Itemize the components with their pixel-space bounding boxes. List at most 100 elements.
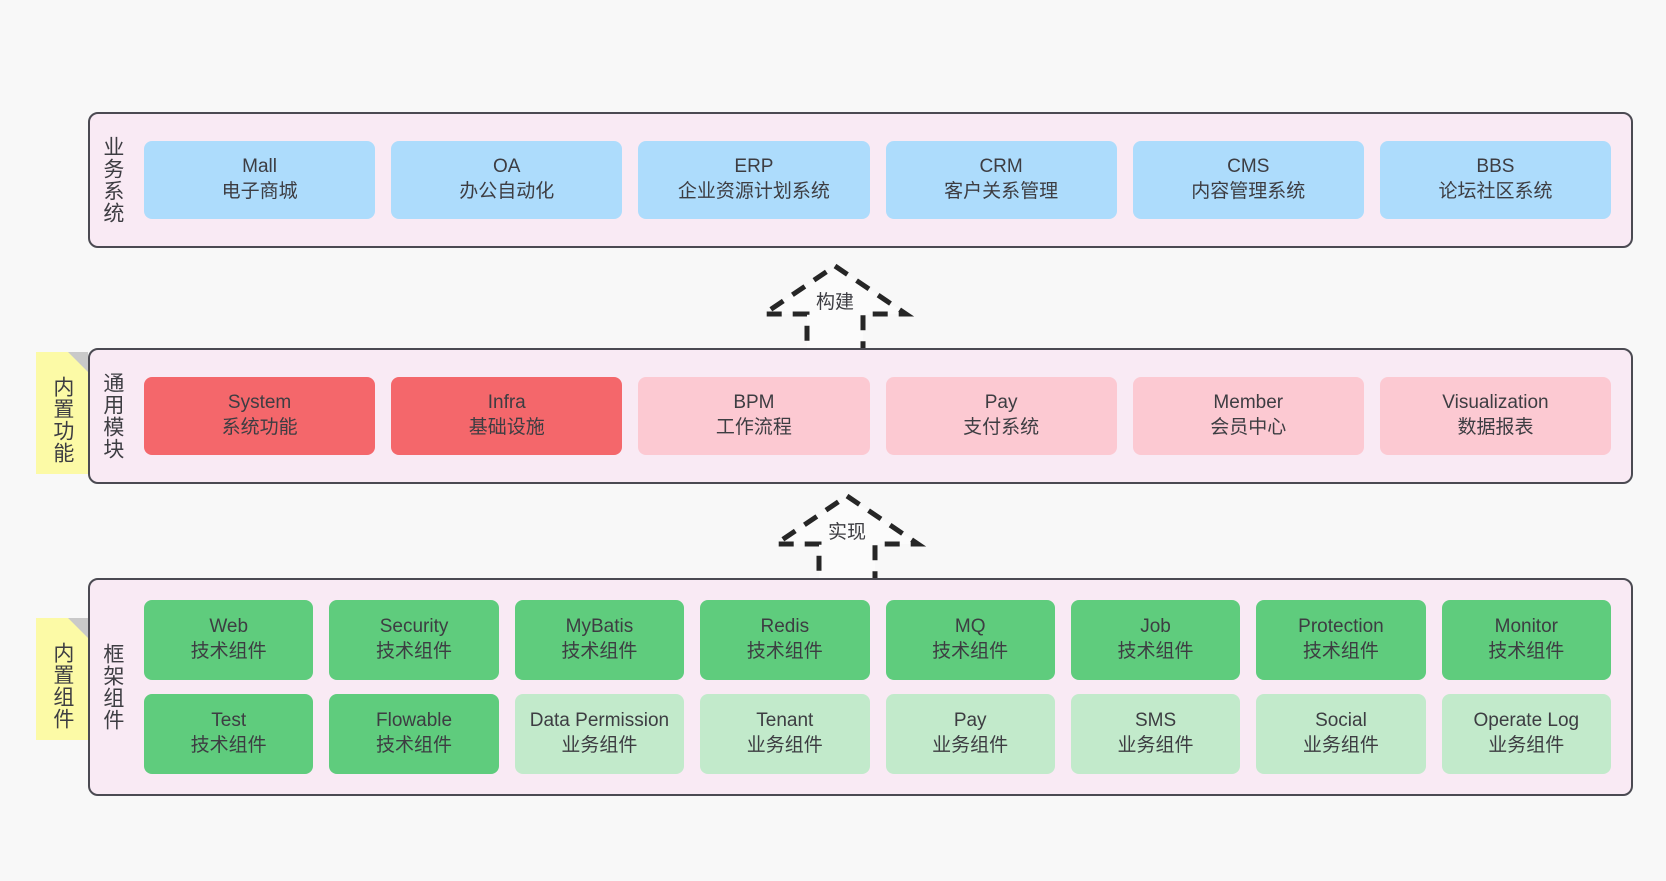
framework-component-card[interactable]: Social 业务组件 xyxy=(1256,694,1426,774)
card-name: BBS xyxy=(1476,156,1515,178)
card-desc: 技术组件 xyxy=(1488,641,1565,662)
common-module-layer-body: System 系统功能 Infra 基础设施 BPM 工作流程 Pay 支付系统 Member 会… xyxy=(134,350,1631,482)
card-name: Flowable xyxy=(376,710,453,732)
card-name: Data Permission xyxy=(529,710,670,732)
business-system-card[interactable]: OA 办公自动化 xyxy=(391,141,623,219)
card-desc: 会员中心 xyxy=(1210,417,1287,438)
card-desc: 基础设施 xyxy=(468,417,545,438)
card-desc: 业务组件 xyxy=(1302,735,1379,756)
common-module-card[interactable]: Pay 支付系统 xyxy=(885,377,1117,455)
card-desc: 支付系统 xyxy=(963,417,1040,438)
builtin-function-note: 内置功能 xyxy=(36,352,88,474)
common-module-card[interactable]: Infra 基础设施 xyxy=(391,377,623,455)
card-name: Pay xyxy=(984,392,1018,414)
framework-component-card[interactable]: Operate Log 业务组件 xyxy=(1441,694,1611,774)
business-system-card[interactable]: CRM 客户关系管理 xyxy=(885,141,1117,219)
framework-component-card[interactable]: SMS 业务组件 xyxy=(1070,694,1241,774)
common-module-card[interactable]: Visualization 数据报表 xyxy=(1379,377,1612,455)
business-system-card[interactable]: ERP 企业资源计划系统 xyxy=(638,141,870,219)
card-name: Visualization xyxy=(1442,392,1549,414)
card-desc: 论坛社区系统 xyxy=(1438,181,1553,202)
common-module-layer-title: 通用模块 xyxy=(100,372,124,460)
card-name: Tenant xyxy=(756,710,814,732)
card-desc: 技术组件 xyxy=(376,735,453,756)
card-name: System xyxy=(227,392,292,414)
framework-component-card[interactable]: Tenant 业务组件 xyxy=(700,694,870,774)
business-system-layer-body: Mall 电子商城 OA 办公自动化 ERP 企业资源计划系统 CRM 客户关系管理 CMS 内容… xyxy=(134,114,1631,246)
business-system-layer: 业务系统 Mall 电子商城 OA 办公自动化 ERP 企业资源计划系统 CRM 客户关系管理… xyxy=(88,112,1633,248)
framework-component-card[interactable]: Data Permission 业务组件 xyxy=(514,694,685,774)
business-system-layer-title: 业务系统 xyxy=(100,136,124,224)
card-name: Redis xyxy=(760,616,810,638)
framework-component-card[interactable]: Test 技术组件 xyxy=(144,694,314,774)
card-desc: 技术组件 xyxy=(746,641,823,662)
framework-component-card[interactable]: Redis 技术组件 xyxy=(700,600,870,680)
card-name: Job xyxy=(1140,616,1171,638)
card-name: Protection xyxy=(1298,616,1384,638)
card-desc: 企业资源计划系统 xyxy=(677,181,830,202)
build-arrow: 构建 xyxy=(755,262,915,355)
card-desc: 业务组件 xyxy=(561,735,638,756)
card-name: Infra xyxy=(487,392,526,414)
card-desc: 技术组件 xyxy=(376,641,453,662)
business-system-card[interactable]: Mall 电子商城 xyxy=(144,141,376,219)
common-module-card[interactable]: Member 会员中心 xyxy=(1132,377,1364,455)
card-name: Operate Log xyxy=(1473,710,1580,732)
card-name: CRM xyxy=(979,156,1023,178)
card-name: BPM xyxy=(733,392,775,414)
builtin-component-note-label: 内置组件 xyxy=(50,642,74,730)
card-name: OA xyxy=(493,156,521,178)
card-desc: 办公自动化 xyxy=(459,181,555,202)
card-desc: 业务组件 xyxy=(1117,735,1194,756)
card-desc: 技术组件 xyxy=(1302,641,1379,662)
card-name: Monitor xyxy=(1494,616,1558,638)
card-name: Mall xyxy=(242,156,277,178)
card-desc: 技术组件 xyxy=(1117,641,1194,662)
card-desc: 技术组件 xyxy=(190,735,267,756)
card-desc: 电子商城 xyxy=(221,181,298,202)
card-name: Member xyxy=(1213,392,1284,414)
card-name: CMS xyxy=(1227,156,1270,178)
card-name: Pay xyxy=(953,710,987,732)
builtin-component-note: 内置组件 xyxy=(36,618,88,740)
builtin-function-note-label: 内置功能 xyxy=(50,376,74,464)
module-card-row: System 系统功能 Infra 基础设施 BPM 工作流程 Pay 支付系统 Member 会… xyxy=(136,377,1619,455)
common-module-card[interactable]: BPM 工作流程 xyxy=(638,377,870,455)
business-card-row: Mall 电子商城 OA 办公自动化 ERP 企业资源计划系统 CRM 客户关系管理 CMS 内容… xyxy=(136,141,1619,219)
card-desc: 业务组件 xyxy=(932,735,1009,756)
card-name: Security xyxy=(379,616,449,638)
framework-component-card[interactable]: Protection 技术组件 xyxy=(1256,600,1426,680)
card-desc: 业务组件 xyxy=(1488,735,1565,756)
card-name: Test xyxy=(211,710,247,732)
card-desc: 客户关系管理 xyxy=(944,181,1059,202)
card-desc: 技术组件 xyxy=(932,641,1009,662)
framework-component-card[interactable]: Monitor 技术组件 xyxy=(1441,600,1611,680)
card-desc: 内容管理系统 xyxy=(1191,181,1306,202)
common-module-card[interactable]: System 系统功能 xyxy=(144,377,376,455)
card-desc: 业务组件 xyxy=(746,735,823,756)
framework-component-card[interactable]: Flowable 技术组件 xyxy=(329,694,499,774)
implement-arrow: 实现 xyxy=(767,492,927,585)
framework-component-card[interactable]: Job 技术组件 xyxy=(1070,600,1241,680)
card-name: ERP xyxy=(734,156,774,178)
framework-component-layer-title: 框架组件 xyxy=(100,643,124,731)
card-desc: 系统功能 xyxy=(221,417,298,438)
business-system-card[interactable]: BBS 论坛社区系统 xyxy=(1379,141,1612,219)
card-desc: 数据报表 xyxy=(1457,417,1534,438)
card-name: Web xyxy=(209,616,249,638)
card-desc: 技术组件 xyxy=(561,641,638,662)
framework-component-card[interactable]: Security 技术组件 xyxy=(329,600,499,680)
card-name: Social xyxy=(1315,710,1367,732)
framework-component-card[interactable]: MyBatis 技术组件 xyxy=(514,600,685,680)
card-desc: 工作流程 xyxy=(715,417,792,438)
card-name: SMS xyxy=(1134,710,1177,732)
framework-component-card[interactable]: Pay 业务组件 xyxy=(885,694,1055,774)
business-system-card[interactable]: CMS 内容管理系统 xyxy=(1132,141,1364,219)
card-name: MyBatis xyxy=(565,616,634,638)
